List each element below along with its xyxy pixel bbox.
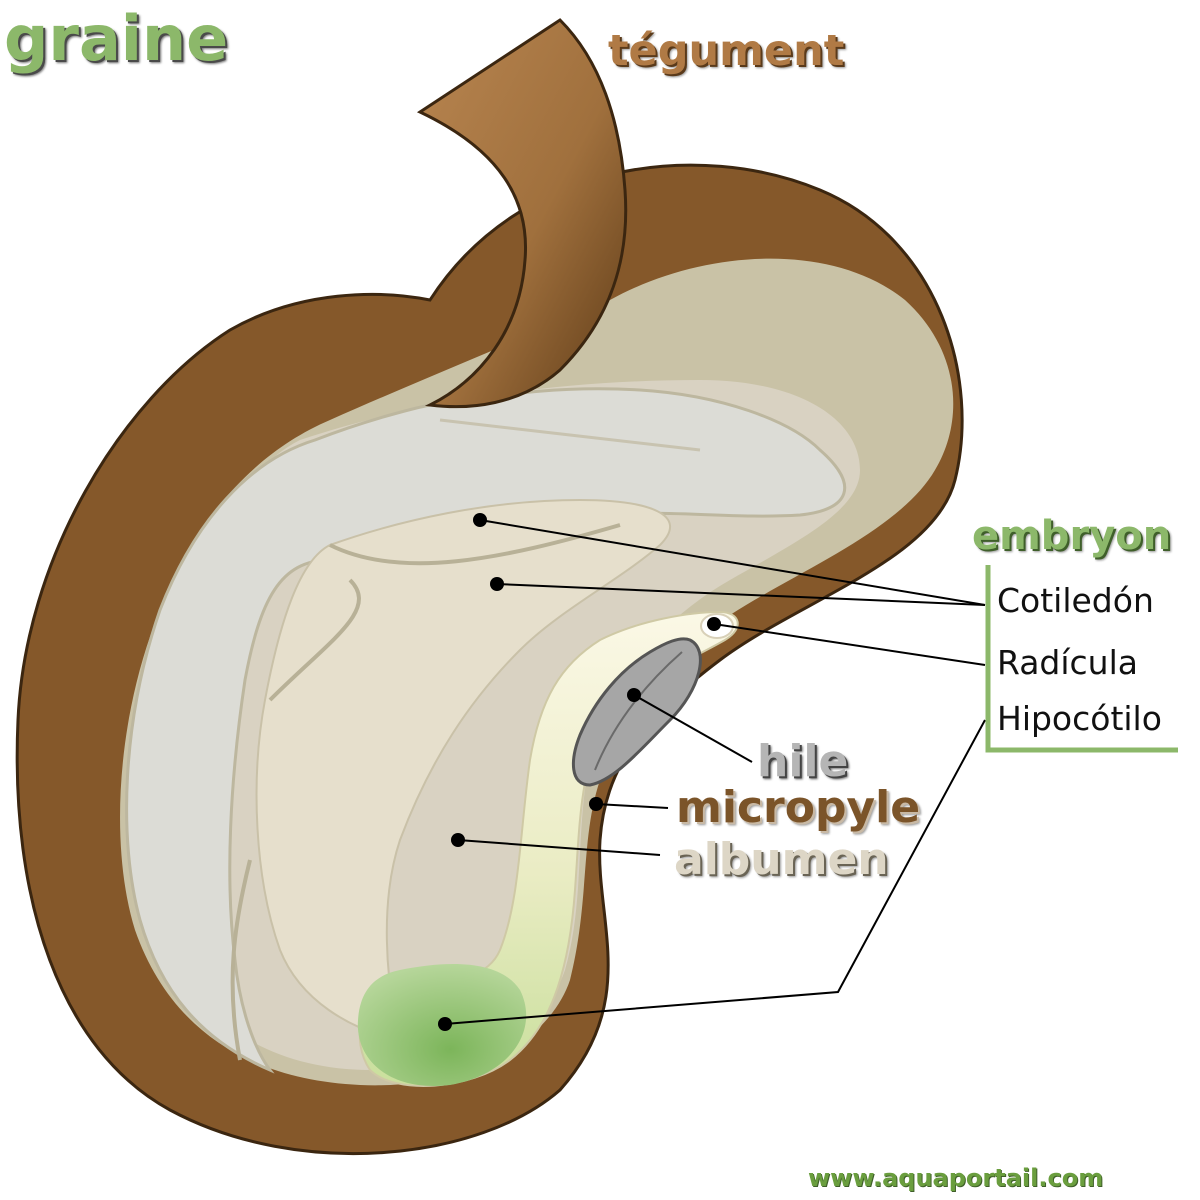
label-hile: hile	[757, 736, 849, 787]
vein	[439, 418, 701, 452]
leader-line	[479, 519, 986, 606]
website-credit: www.aquaportail.com	[808, 1164, 1104, 1192]
label-micropyle: micropyle	[676, 782, 921, 833]
leader-line	[444, 719, 986, 1025]
leader-line	[457, 839, 661, 856]
label-cotiledon: Cotiledón	[997, 581, 1154, 620]
label-radicula: Radícula	[997, 643, 1138, 682]
vein	[329, 523, 621, 566]
vein	[230, 859, 252, 1061]
label-embryon: embryon	[972, 513, 1172, 559]
leader-line	[595, 803, 669, 809]
cotyledon-inner	[255, 498, 672, 1042]
leader-line	[713, 623, 986, 666]
label-albumen: albumen	[674, 834, 889, 885]
vein	[268, 578, 361, 702]
diagram-title: graine	[4, 2, 229, 75]
label-hipocotilo: Hipocótilo	[997, 699, 1162, 738]
leader-line	[633, 694, 753, 763]
hilum-line	[594, 651, 683, 771]
embryon-bracket	[985, 565, 1178, 753]
label-tegument: tégument	[608, 26, 845, 76]
tegument-flap	[416, 18, 628, 409]
leader-line	[496, 583, 986, 606]
